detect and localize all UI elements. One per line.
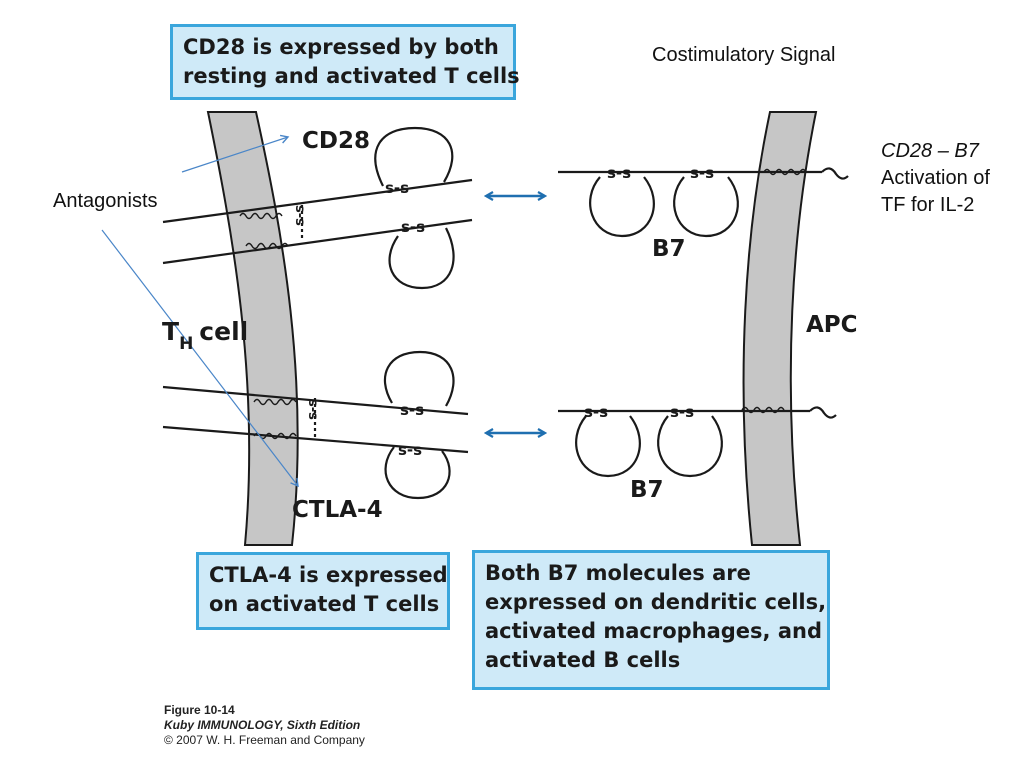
disulfide-label: s-s [401,218,425,236]
callout-line: Both B7 molecules are [485,561,751,585]
note-text: CD28 – B7 [881,140,979,162]
antagonist-pointer-ctla4 [101,229,299,488]
callout-line: expressed on dendritic cells, [485,590,827,614]
membrane-coils [239,168,807,440]
disulfide-label: s-s [607,164,631,182]
callout-line: activated macrophages, and [485,619,822,643]
note-text: Antagonists [53,190,158,212]
b7-expression-callout: Both B7 molecules are expressed on dendr… [472,550,830,690]
callout-line: resting and activated T cells [183,64,520,88]
disulfide-label: s-s [292,205,307,226]
caption-copyright: © 2007 W. H. Freeman and Company [164,733,365,747]
note-text: Costimulatory Signal [652,44,836,66]
caption-book-title: Kuby IMMUNOLOGY, Sixth Edition [164,718,361,732]
cd28-expression-callout: CD28 is expressed by both resting and ac… [170,24,520,100]
ctla4-label: CTLA-4 [292,497,383,523]
cd28-molecule [162,126,473,290]
caption-figure-number: Figure 10-14 [164,703,235,717]
disulfide-label: s-s [690,164,714,182]
antagonist-pointer-cd28 [181,134,290,173]
ctla4-expression-callout: CTLA-4 is expressed on activated T cells [196,552,450,630]
callout-line: on activated T cells [209,592,440,616]
disulfide-label: s-s [385,179,409,197]
cd28-label: CD28 [302,128,370,154]
apc-membrane [742,111,818,546]
disulfide-label: s-s [584,403,608,421]
b7-lower-label: B7 [630,477,664,503]
b7-lower-molecule [558,406,837,478]
apc-label: APC [806,312,858,338]
disulfide-label: s-s [305,399,320,420]
ctla4-molecule [162,350,469,500]
callout-line: activated B cells [485,648,681,672]
b7-upper-molecule [558,167,849,238]
callout-line: CD28 is expressed by both [183,35,499,59]
figure-caption: Figure 10-14 Kuby IMMUNOLOGY, Sixth Edit… [164,703,365,748]
note-text: TF for IL-2 [881,194,975,216]
costimulatory-signal-title: Costimulatory Signal [652,42,835,69]
antagonists-label: Antagonists [53,188,158,215]
disulfide-label: s-s [398,441,422,459]
disulfide-label: s-s [400,401,424,419]
disulfide-label: s-s [670,403,694,421]
cd28-b7-activation-note: CD28 – B7 Activation of TF for IL-2 [881,138,990,219]
b7-upper-label: B7 [652,236,686,262]
callout-line: CTLA-4 is expressed [209,563,448,587]
note-text: Activation of [881,167,990,189]
